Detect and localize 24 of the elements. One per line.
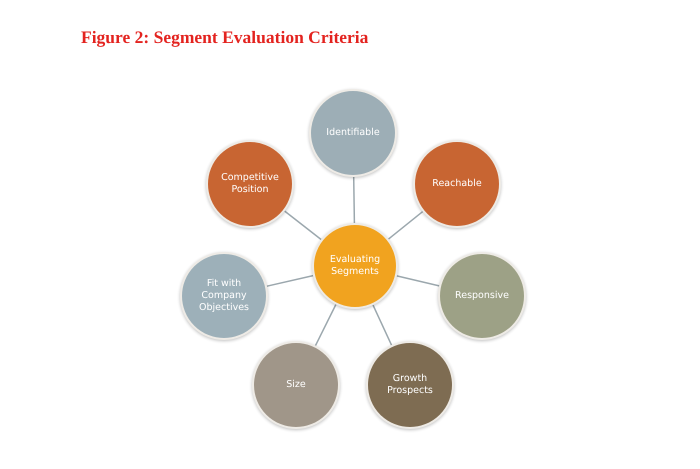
hub-circle [312,223,398,309]
connector-line [266,274,314,287]
criterion-circle [438,252,526,340]
figure-title: Figure 2: Segment Evaluation Criteria [81,27,368,48]
criterion-circle [366,341,454,429]
criterion-circle [180,252,268,340]
connector-line [314,304,337,346]
connector-line [372,304,392,346]
node-label: Identifiable [326,127,380,139]
connector-line [388,211,424,240]
node-label: Growth Prospects [386,373,434,397]
connector-line [284,210,322,240]
node-label: Responsive [455,290,509,302]
node-label: Competitive Position [220,172,280,196]
connector-line [396,275,440,287]
criterion-circle [413,140,501,228]
node-label: Reachable [432,178,482,190]
node-label: Evaluating Segments [328,254,382,278]
connector-line [352,176,356,224]
criterion-circle [309,89,397,177]
criterion-circle [206,140,294,228]
node-label: Fit with Company Objectives [198,278,250,314]
node-label: Size [286,379,306,391]
criterion-circle [252,341,340,429]
